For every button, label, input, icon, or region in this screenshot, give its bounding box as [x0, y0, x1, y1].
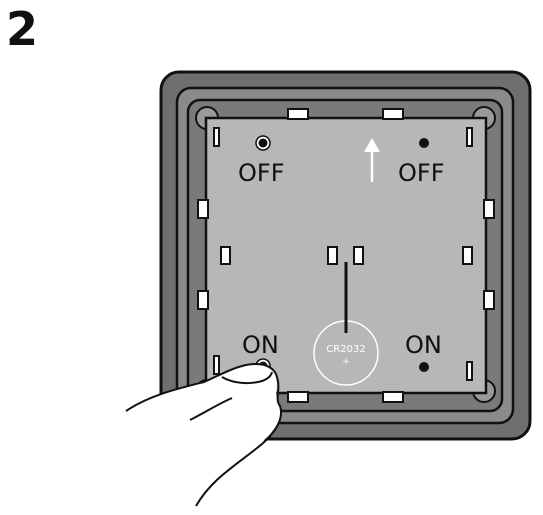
slot [462, 246, 473, 265]
clip-tabs [197, 108, 495, 403]
clip-tab [197, 199, 209, 219]
label-off-right: OFF [398, 159, 445, 187]
clip-tab [466, 361, 473, 381]
clip-tab [483, 290, 495, 310]
clip-tab [213, 127, 220, 147]
clip-tab [287, 108, 309, 120]
label-off-left: OFF [238, 159, 285, 187]
clip-tab [483, 199, 495, 219]
step-number: 2 [6, 2, 39, 56]
clip-tab [382, 391, 404, 403]
indicator-dot-bottom-right [419, 362, 429, 372]
indicator-dot-top-left [255, 135, 271, 151]
label-on-left: ON [242, 331, 279, 359]
indicator-dot-top-right [419, 138, 429, 148]
finger-illustration [0, 363, 282, 515]
clip-tab [213, 355, 220, 375]
slot [327, 246, 338, 265]
clip-tab [466, 127, 473, 147]
battery-polarity-label: + [342, 357, 350, 367]
clip-tab [382, 108, 404, 120]
up-arrow-icon [364, 138, 380, 182]
slot [353, 246, 364, 265]
slot [220, 246, 231, 265]
clip-tab [197, 290, 209, 310]
label-on-right: ON [405, 331, 442, 359]
battery-type-label: CR2032 [326, 344, 365, 355]
clip-tab [287, 391, 309, 403]
